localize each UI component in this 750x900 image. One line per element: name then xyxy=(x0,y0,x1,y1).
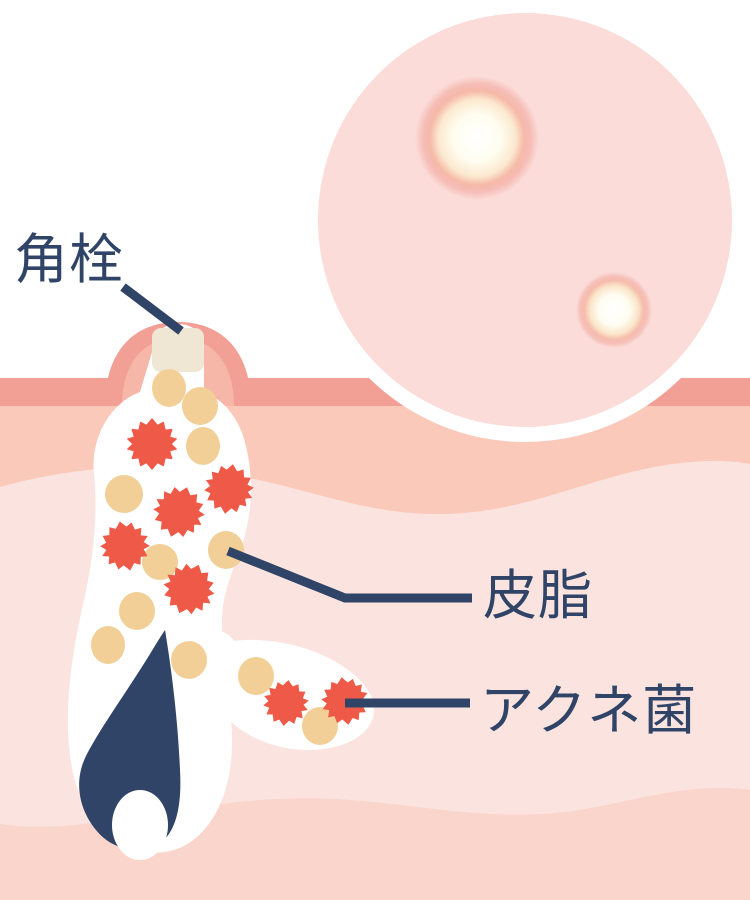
label-sebum: 皮脂 xyxy=(483,566,593,626)
hair-papilla xyxy=(112,790,168,860)
bacteria-star xyxy=(153,486,205,538)
magnified-skin-surface-group xyxy=(303,0,747,442)
sebum-dot xyxy=(238,657,274,695)
leader-lines-group xyxy=(120,283,472,708)
hair-shaft-root xyxy=(79,630,181,850)
sebum-dot xyxy=(186,427,220,465)
sebum-dot xyxy=(119,592,155,630)
bacteria-star xyxy=(204,464,254,514)
label-acne-bacteria: アクネ菌 xyxy=(480,681,697,741)
bacteria-star xyxy=(263,680,309,726)
bacteria-star xyxy=(126,418,178,470)
sebum-dot xyxy=(152,369,186,407)
small-pimple-bump xyxy=(576,272,652,348)
sebum-dots-group xyxy=(91,369,338,745)
sebum-dot xyxy=(142,544,178,580)
sebum-dot-labeled xyxy=(208,531,244,569)
leader-line-plug xyxy=(120,283,184,335)
label-keratin-plug: 角栓 xyxy=(14,230,124,290)
bacteria-star xyxy=(163,563,215,615)
large-pimple-bump xyxy=(415,76,539,200)
sebum-dot xyxy=(171,641,207,679)
keratin-plug xyxy=(152,328,204,372)
follicle-branch-connector xyxy=(202,629,238,677)
hair-root-group xyxy=(79,630,181,860)
magnifier-skin-disc xyxy=(318,13,732,427)
sebum-dot xyxy=(91,626,125,664)
sebum-dot xyxy=(105,475,143,513)
sebum-dot xyxy=(182,387,218,425)
bacteria-star xyxy=(100,521,150,571)
leader-line-sebum xyxy=(226,546,472,603)
